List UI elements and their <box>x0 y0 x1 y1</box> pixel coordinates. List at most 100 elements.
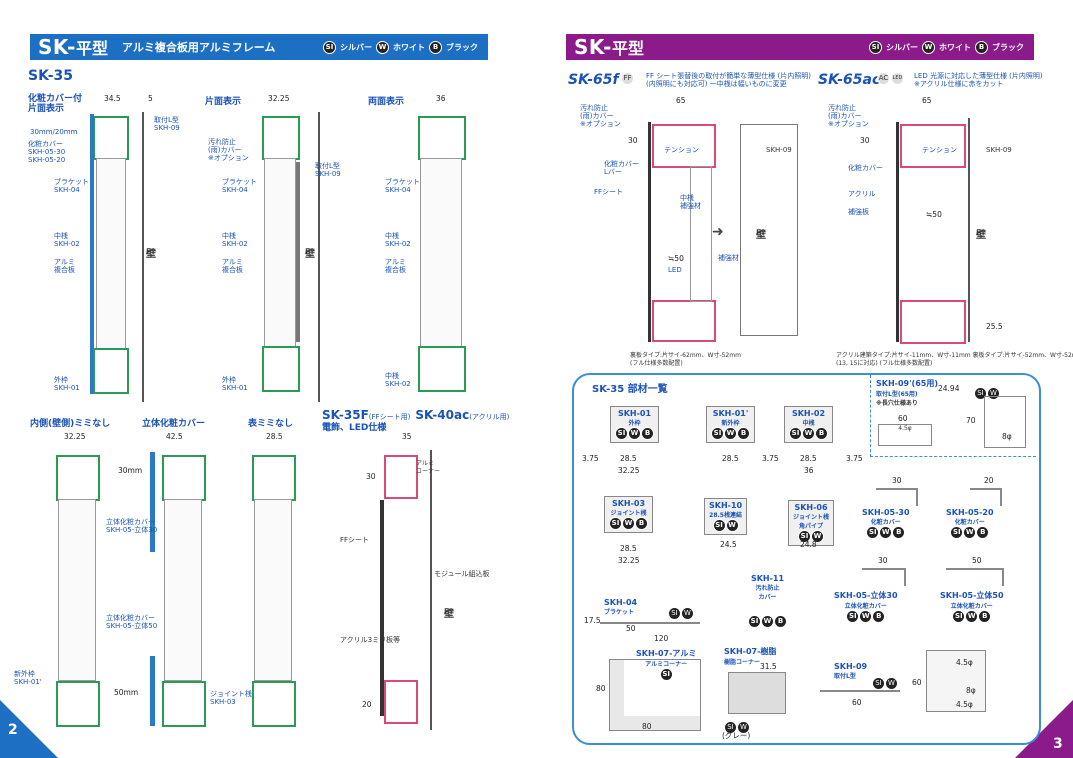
label: ブラケット SKH-04 <box>222 178 257 194</box>
part-code: SKH-09 <box>834 662 868 671</box>
dimension: 60 <box>852 698 862 707</box>
part-code: SKH-05-30 <box>862 508 910 517</box>
dimension: 8φ <box>1002 432 1012 441</box>
label: アルミ コーナー <box>416 460 441 475</box>
frame-bottom <box>262 346 300 392</box>
part-drawing <box>926 650 986 712</box>
part-item: SKH-09 取付L型 <box>834 662 867 680</box>
footnote: 裏板タイプ:片サイ-62mm、W寸-52mm (フル仕様多数配置) <box>630 352 741 367</box>
label: 取付L型 SKH-09 <box>315 162 341 178</box>
legend-label: ホワイト <box>393 42 425 52</box>
model-note: (アクリル用) <box>469 413 510 421</box>
pink-frame-top <box>384 455 418 499</box>
part-code: SKH-10 <box>709 501 743 510</box>
label: 化粧カバー Lバー <box>604 160 639 176</box>
frame-bottom <box>93 348 129 394</box>
white-icon: W <box>737 721 750 734</box>
inner-panel <box>690 166 712 302</box>
section-title: 片面表示 <box>205 97 242 107</box>
pink-frame-bottom <box>652 300 716 342</box>
part-drawing <box>862 568 906 586</box>
acrylic-panel <box>896 122 899 342</box>
dimension: 32.25 <box>618 556 640 565</box>
silver-icon: SI <box>748 615 761 628</box>
wall-label: 壁 <box>146 249 156 260</box>
dimension: 28.5 <box>620 454 637 463</box>
dimension: 24.8 <box>800 540 817 549</box>
part-drawing: 4.5φ <box>878 424 932 446</box>
dimension: 120 <box>654 634 669 643</box>
header-code: SK- <box>574 35 612 59</box>
silver-icon: SI <box>609 517 622 530</box>
dimension: 60 <box>898 414 908 423</box>
white-icon: W <box>725 519 739 532</box>
label: アルミ 複合板 <box>222 258 243 274</box>
part-name: 取付L型(65用) <box>876 391 918 398</box>
frame-top <box>262 116 300 160</box>
white-icon: W <box>761 615 774 628</box>
led-badge: LED <box>891 72 904 85</box>
part-code: SKH-04 <box>604 598 638 607</box>
section-7-title: SK-35F(FFシート用) SK-40ac(アクリル用) <box>322 404 509 423</box>
silver-icon: SI <box>869 40 882 54</box>
dimension: 3.75 <box>846 454 863 463</box>
silver-icon: SI <box>789 427 802 440</box>
dimension: ≒50 <box>926 210 942 219</box>
cover-strip <box>90 114 94 394</box>
label: アクリル <box>848 190 876 198</box>
model-title: SK-35F <box>322 408 369 422</box>
label: ブラケット SKH-04 <box>54 178 89 194</box>
page-corner-left <box>0 700 58 758</box>
part-drawing <box>970 488 1002 506</box>
label: テンション <box>664 146 699 154</box>
ff-sheet <box>380 500 384 716</box>
dimension: 28.5 <box>722 454 739 463</box>
parts-divider <box>870 456 1036 458</box>
frame-bottom <box>252 681 296 727</box>
dimension: 5 <box>148 94 153 103</box>
white-icon: W <box>811 530 824 543</box>
legend-label: シルバー <box>340 42 372 52</box>
part-code: SKH-07-樹脂 <box>724 647 777 656</box>
white-icon: W <box>963 526 977 539</box>
part-name: 新外枠 <box>721 420 740 427</box>
silver-icon: SI <box>950 526 964 539</box>
dimension: 65 <box>676 96 686 105</box>
frame-top <box>418 116 466 160</box>
parts-title: SK-35 部材一覧 <box>592 384 668 395</box>
part-code: SKH-05-20 <box>946 508 994 517</box>
part-name: アルミコーナー <box>645 661 688 668</box>
part-item: SKH-07-アルミ アルミコーナー SI <box>636 648 696 681</box>
silver-icon: SI <box>846 610 860 623</box>
dimension: 20 <box>984 476 994 485</box>
part-name: 樹脂コーナー <box>724 659 761 666</box>
color-note: (グレー) <box>722 731 751 740</box>
page-number: 3 <box>1053 736 1063 752</box>
label: 汚れ防止 (雨)カバー ※オプション <box>828 104 869 128</box>
part-colors: SI <box>636 668 696 681</box>
legend-label: ブラック <box>992 42 1024 52</box>
dimension: 24.5 <box>720 540 737 549</box>
composite-panel <box>58 499 96 681</box>
label: 30mm/20mm <box>30 128 78 136</box>
dimension: 30 <box>628 136 638 145</box>
composite-panel <box>420 158 462 348</box>
silver-icon: SI <box>659 668 673 681</box>
dimension: 30 <box>878 556 888 565</box>
part-name: 立体化粧カバー <box>950 603 993 610</box>
part-name: 汚れ防止 カバー <box>755 585 780 601</box>
header-title: 平型 <box>611 39 644 58</box>
part-code: SKH-11 <box>750 574 785 583</box>
dimension: 30 <box>366 472 376 481</box>
label: アルミ 複合板 <box>54 258 75 274</box>
